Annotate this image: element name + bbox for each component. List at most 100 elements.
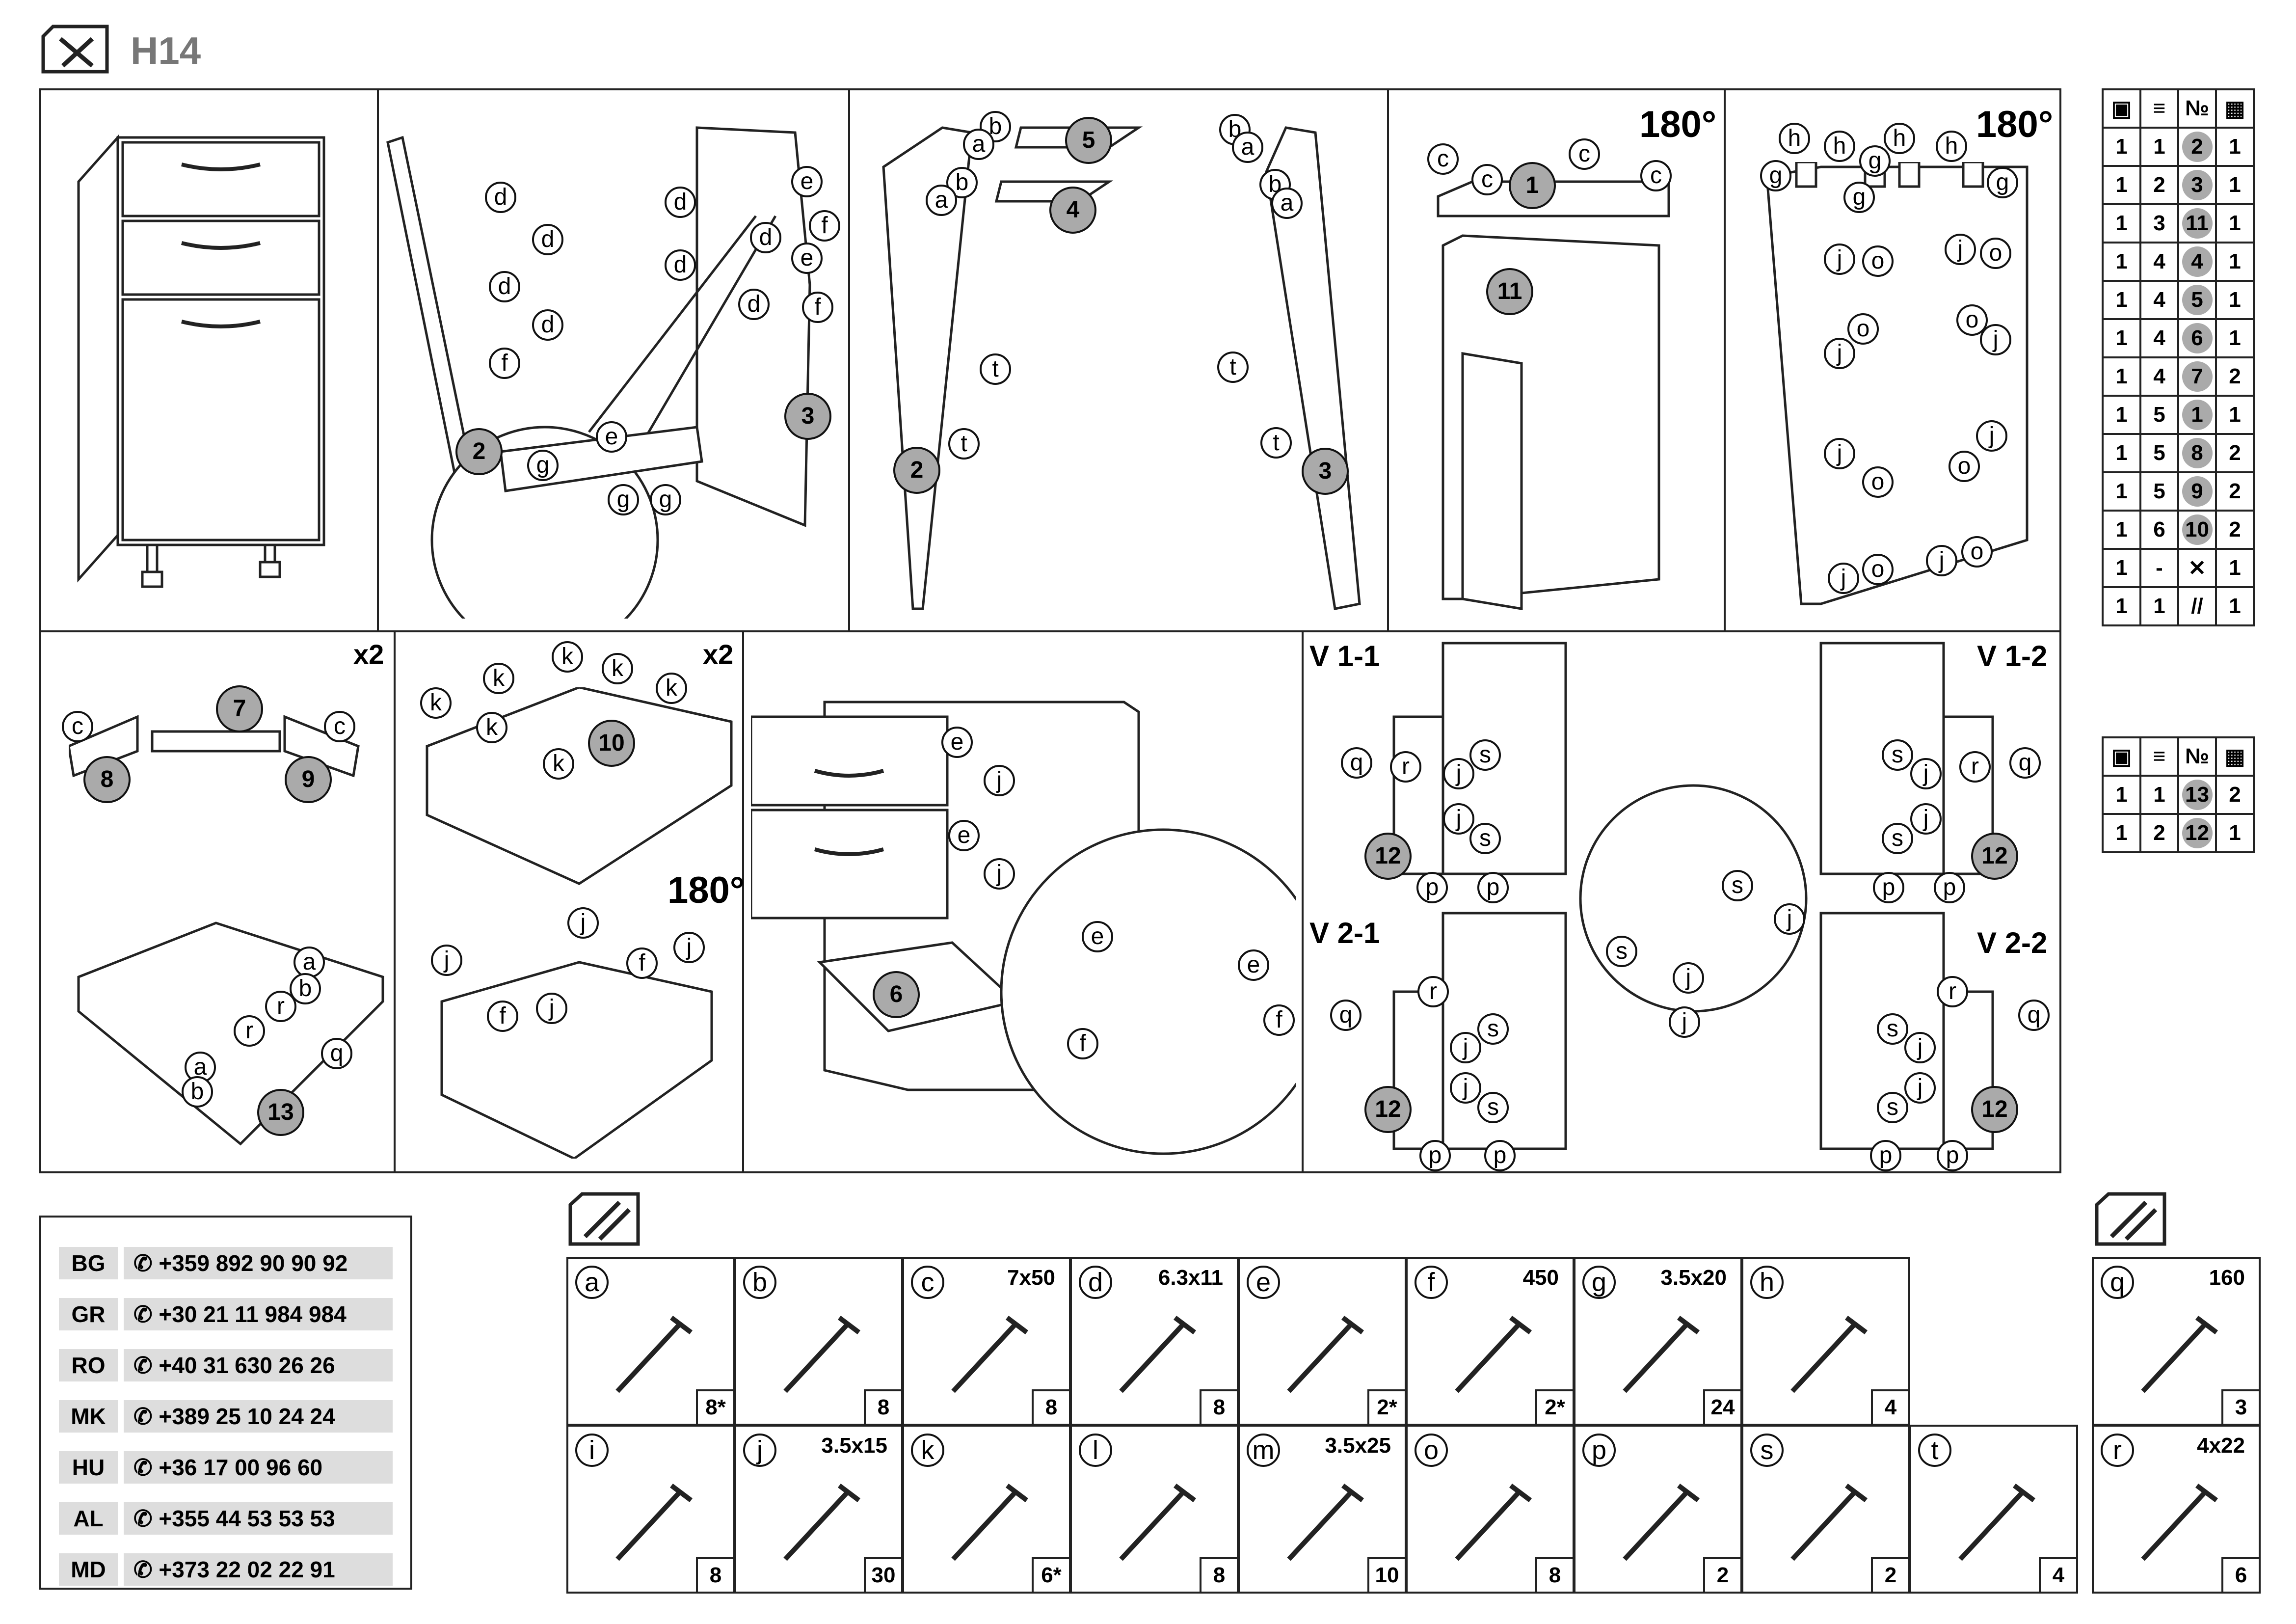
hardware-callout: d xyxy=(489,271,520,302)
hardware-callout: g xyxy=(527,450,559,481)
country-code: AL xyxy=(59,1502,118,1535)
hardware-callout: g xyxy=(1859,145,1891,177)
part-number-value: 8 xyxy=(2182,438,2213,468)
hardware-letter: j xyxy=(743,1434,776,1467)
hardware-callout: d xyxy=(532,309,563,341)
phone-icon: ✆ xyxy=(133,1353,159,1378)
part-number: 13 xyxy=(2177,775,2217,815)
parts-table-cell: 1 xyxy=(2102,165,2141,205)
hardware-quantity: 8 xyxy=(1032,1389,1069,1424)
multiplier-label: x2 xyxy=(353,639,384,670)
hardware-callout: s xyxy=(1882,823,1913,854)
hardware-callout: p xyxy=(1484,1140,1516,1171)
parts-table-cell: 1 xyxy=(2102,510,2141,550)
legs-brackets-illustration xyxy=(1762,161,2037,623)
hardware-letter: k xyxy=(911,1434,944,1467)
hardware-callout: t xyxy=(980,353,1011,385)
hardware-callout: g xyxy=(1843,182,1875,213)
part-number-value: 9 xyxy=(2182,476,2213,507)
hardware-callout: d xyxy=(532,224,563,255)
hardware-letter: h xyxy=(1750,1266,1784,1299)
divider xyxy=(1302,631,1304,1173)
hardware-callout: c xyxy=(1471,164,1503,195)
contact-row: BG✆ +359 892 90 90 92 xyxy=(59,1247,393,1279)
hardware-callout: e xyxy=(1238,949,1269,981)
hardware-callout: j xyxy=(1910,758,1942,789)
parts-table-cell: 1 xyxy=(2215,203,2255,244)
hardware-callout: a xyxy=(963,129,994,160)
hardware-quantity: 8 xyxy=(696,1557,733,1592)
part-number: 12 xyxy=(2177,813,2217,853)
cabinet-overview-illustration xyxy=(69,128,344,599)
part-number-badge: 12 xyxy=(1364,833,1412,880)
part-number: 10 xyxy=(2177,510,2217,550)
hardware-callout: k xyxy=(656,673,687,704)
phone-number: ✆ +389 25 10 24 24 xyxy=(124,1400,393,1433)
parts-table-cell: - xyxy=(2139,548,2179,588)
hardware-callout: s xyxy=(1882,739,1913,771)
stack-icon: ≡ xyxy=(2139,736,2179,777)
hardware-callout: o xyxy=(1980,238,2011,269)
hardware-callout: k xyxy=(476,712,507,743)
hardware-callout: j xyxy=(984,765,1015,796)
part-number-badge: 6 xyxy=(873,971,920,1018)
box-icon: ▣ xyxy=(2102,88,2141,129)
hardware-callout: g xyxy=(1760,160,1791,191)
phone-icon: ✆ xyxy=(133,1301,159,1327)
hardware-i-icon xyxy=(615,1484,693,1561)
phone-number: ✆ +355 44 53 53 53 xyxy=(124,1502,393,1535)
hardware-l-icon xyxy=(1119,1484,1196,1561)
hardware-o-icon xyxy=(1455,1484,1532,1561)
hardware-quantity: 6 xyxy=(2221,1557,2259,1592)
hardware-s-icon xyxy=(1790,1484,1868,1561)
hardware-callout: h xyxy=(1779,123,1810,154)
part-number-badge: 3 xyxy=(1302,448,1349,495)
hardware-callout: r xyxy=(265,991,296,1022)
model-title: H14 xyxy=(131,29,201,72)
hardware-callout: d xyxy=(485,182,516,213)
hardware-quantity: 8 xyxy=(1535,1557,1573,1592)
part-number-badge: 11 xyxy=(1486,268,1533,315)
hardware-callout: j xyxy=(984,858,1015,890)
hardware-callout: j xyxy=(567,907,599,939)
parts-table-cell: 1 xyxy=(2102,242,2141,282)
hardware-callout: f xyxy=(802,292,833,323)
hardware-callout: s xyxy=(1877,1092,1908,1123)
part-number-badge: 10 xyxy=(588,720,635,767)
side-panels-illustration xyxy=(383,108,844,654)
parts-table-cell: 2 xyxy=(2215,775,2255,815)
hardware-callout: q xyxy=(1330,1000,1362,1031)
parts-table-cell: 2 xyxy=(2139,813,2179,853)
part-number: 2 xyxy=(2177,127,2217,167)
hardware-callout: j xyxy=(673,932,705,963)
parts-table-cell: 1 xyxy=(2102,356,2141,397)
variant-label: V 2-2 xyxy=(1977,926,2048,959)
country-code: HU xyxy=(59,1451,118,1484)
part-number-value: 3 xyxy=(2182,170,2213,200)
hardware-callout: j xyxy=(1443,803,1474,835)
part-number: 9 xyxy=(2177,471,2217,512)
hardware-quantity: 24 xyxy=(1703,1389,1740,1424)
hardware-callout: j xyxy=(1976,420,2007,452)
rotate-label: 180° xyxy=(667,869,745,911)
part-number: 5 xyxy=(2177,280,2217,320)
hardware-callout: a xyxy=(1271,188,1303,219)
country-code: RO xyxy=(59,1349,118,1381)
hardware-a-icon xyxy=(615,1316,693,1393)
hardware-callout: j xyxy=(1910,803,1942,835)
parts-table-cell: 4 xyxy=(2139,242,2179,282)
parts-table-cell: 1 xyxy=(2102,548,2141,588)
hardware-letter: g xyxy=(1582,1266,1616,1299)
hardware-callout: j xyxy=(1824,338,1855,369)
hardware-letter: l xyxy=(1079,1434,1112,1467)
phone-number-text: +359 892 90 90 92 xyxy=(159,1250,348,1276)
part-number-value: 1 xyxy=(2182,400,2213,430)
parts-table-cell: 1 xyxy=(2139,775,2179,815)
